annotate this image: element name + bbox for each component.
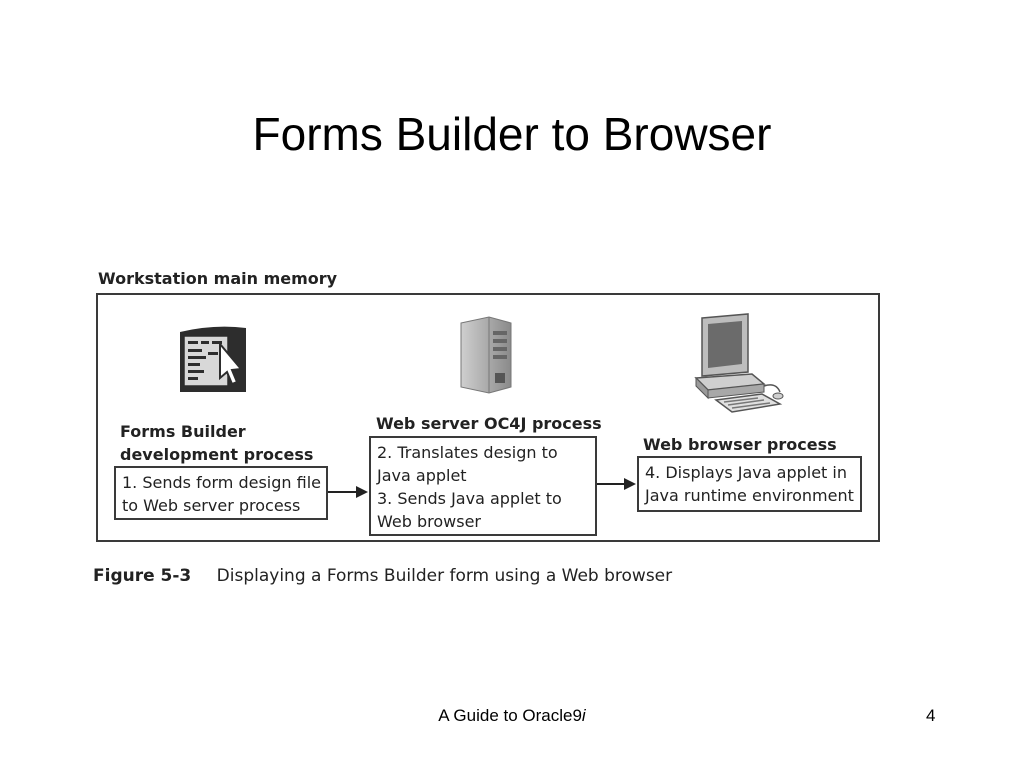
figure-caption-text: Displaying a Forms Builder form using a … bbox=[216, 566, 673, 586]
web-server-icon bbox=[460, 316, 512, 394]
step-box-forms-builder: 1. Sends form design file to Web server … bbox=[114, 466, 328, 520]
forms-builder-process-label: Forms Builder development process bbox=[120, 422, 314, 464]
container-label: Workstation main memory bbox=[98, 269, 338, 288]
workstation-memory-box bbox=[96, 293, 880, 542]
figure-caption: Figure 5-3 Displaying a Forms Builder fo… bbox=[93, 566, 672, 586]
web-browser-process-label: Web browser process bbox=[643, 435, 837, 454]
arrow-2 bbox=[597, 478, 636, 490]
slide-title: Forms Builder to Browser bbox=[252, 108, 772, 160]
computer-icon bbox=[694, 313, 784, 413]
footer-text: A Guide to Oracle9i bbox=[438, 706, 586, 725]
web-server-process-label: Web server OC4J process bbox=[376, 414, 602, 433]
arrow-1 bbox=[328, 486, 368, 498]
step-box-web-browser: 4. Displays Java applet in Java runtime … bbox=[637, 456, 862, 512]
step-box-web-server: 2. Translates design to Java applet 3. S… bbox=[369, 436, 597, 536]
figure-number: Figure 5-3 bbox=[93, 566, 192, 586]
forms-builder-icon bbox=[180, 326, 246, 392]
page-number: 4 bbox=[926, 706, 936, 725]
